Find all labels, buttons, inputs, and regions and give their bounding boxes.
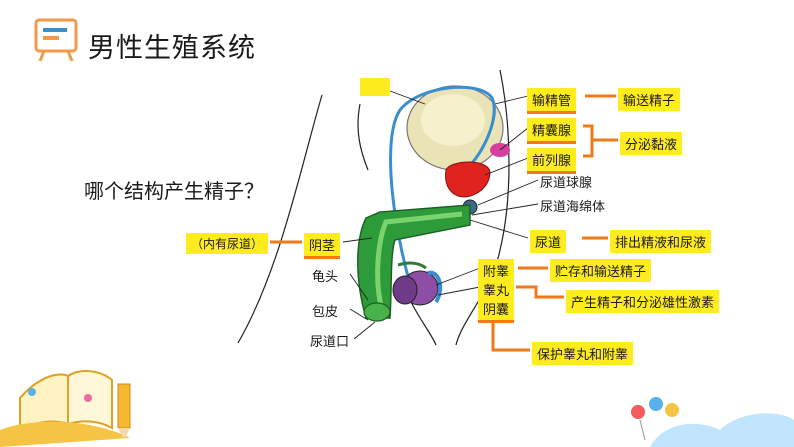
connector-lines — [270, 94, 618, 352]
label-seminal-vesicle: 精囊腺 — [527, 118, 577, 144]
label-prostate: 前列腺 — [527, 148, 577, 174]
label-glans: 龟头 — [312, 270, 339, 285]
label-urethral-opening: 尿道口 — [310, 335, 350, 350]
balloon-icon — [631, 397, 794, 447]
function-epididymis: 贮存和输送精子 — [550, 259, 652, 282]
presentation-board-icon — [34, 18, 78, 62]
penis-shape — [357, 204, 471, 319]
label-urethra: 尿道 — [530, 230, 567, 253]
label-vas-deferens: 输精管 — [527, 88, 577, 114]
label-penis: 阴茎 — [304, 233, 341, 259]
label-epididymis: 附睾 — [478, 259, 515, 282]
function-scrotum: 保护睾丸和附睾 — [532, 342, 634, 365]
function-urethra: 排出精液和尿液 — [610, 230, 712, 253]
open-book-icon — [0, 370, 130, 447]
label-bulbourethral-gland: 尿道球腺 — [540, 176, 593, 191]
page-title: 男性生殖系统 — [88, 33, 256, 64]
body-outline — [237, 69, 510, 346]
label-corpus-spongiosum: 尿道海绵体 — [540, 200, 606, 215]
leader-lines — [342, 90, 539, 340]
function-testis: 产生精子和分泌雄性激素 — [566, 290, 720, 313]
label-testis: 睾丸 — [478, 278, 515, 301]
prostate — [445, 161, 491, 198]
question-text: 哪个结构产生精子？ — [84, 179, 264, 203]
glans — [363, 302, 391, 322]
function-vas-deferens: 输送精子 — [618, 88, 681, 111]
function-glands: 分泌黏液 — [620, 132, 683, 155]
pencil-icon — [117, 383, 131, 440]
label-hidden-top — [360, 78, 390, 96]
label-penis-note: （内有尿道） — [186, 233, 269, 254]
label-foreskin: 包皮 — [312, 305, 339, 320]
label-scrotum: 阴囊 — [478, 297, 515, 323]
